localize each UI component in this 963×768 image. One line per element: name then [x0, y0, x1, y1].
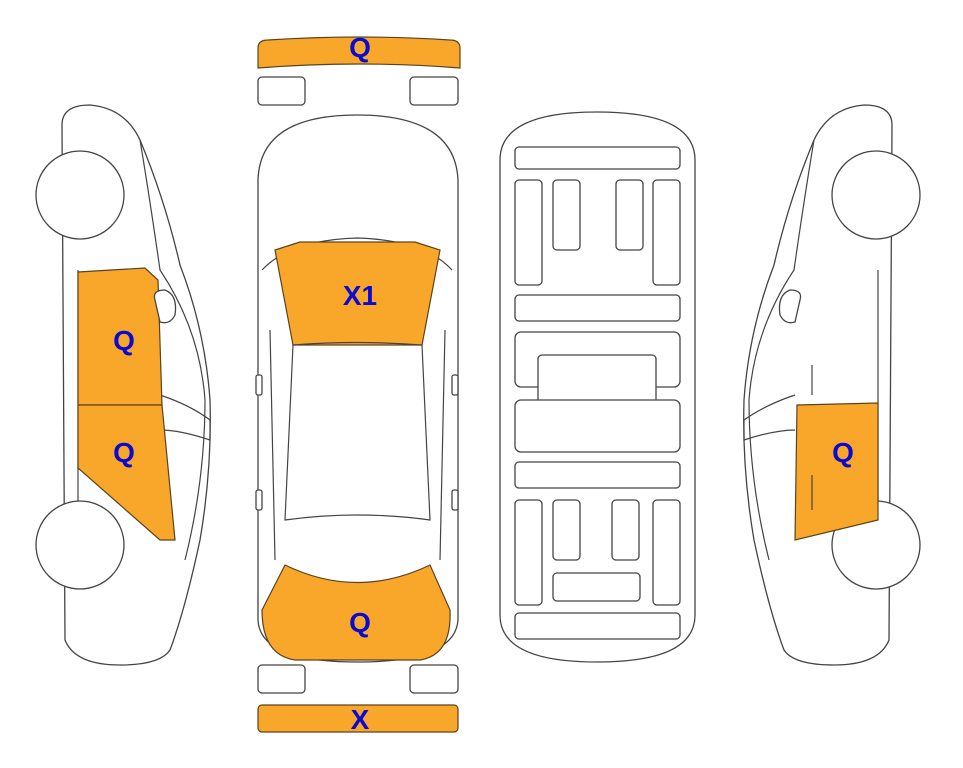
rear-bumper[interactable]: [257, 704, 459, 733]
left-mirror: [153, 289, 177, 324]
left-rear-door[interactable]: [77, 404, 176, 541]
right-rear-door[interactable]: [794, 402, 879, 541]
front-bumper-label: Q: [349, 32, 371, 63]
left-rear-wheel: [35, 500, 125, 590]
windshield-label: X1: [343, 280, 377, 311]
underside-view: [499, 111, 696, 663]
left-front-door-label: Q: [113, 325, 135, 356]
right-mirror: [778, 289, 802, 324]
front-bumper[interactable]: [257, 36, 461, 69]
right-front-wheel: [831, 150, 921, 240]
left-front-door[interactable]: [77, 267, 163, 406]
rear-bumper-label: X: [351, 704, 370, 735]
left-side-view: Q Q: [35, 104, 211, 666]
top-view: Q X1 Q X: [255, 32, 461, 735]
rear-window-label: Q: [349, 607, 371, 638]
right-side-view: Q: [743, 104, 921, 666]
right-rear-door-label: Q: [832, 437, 854, 468]
rear-window[interactable]: [261, 564, 451, 661]
left-front-wheel: [35, 150, 125, 240]
left-rear-door-label: Q: [113, 437, 135, 468]
